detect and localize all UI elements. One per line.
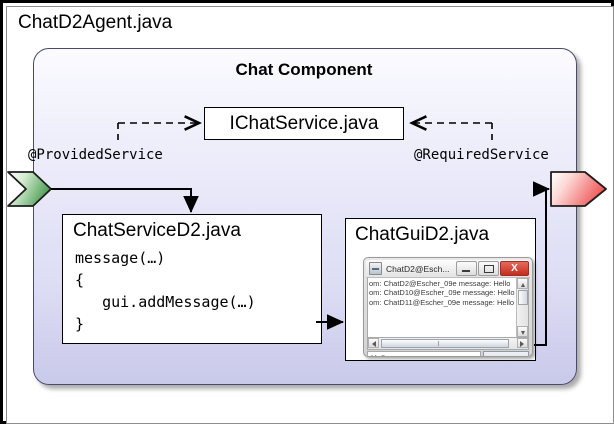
chat-window-titlebar: ChatD2@Esch... X: [366, 260, 530, 278]
code-line-1: {: [75, 271, 85, 289]
agent-file-title: ChatD2Agent.java: [18, 12, 173, 33]
code-line-0: message(…): [75, 249, 166, 267]
vertical-scrollbar[interactable]: [516, 278, 528, 337]
scroll-right-icon[interactable]: [517, 338, 528, 348]
message-input[interactable]: Hello: [367, 351, 481, 356]
provided-service-annotation: @ProvidedService: [28, 147, 163, 163]
chat-window-footer: Hello send: [367, 351, 529, 356]
scroll-down-icon[interactable]: [517, 326, 528, 337]
chat-window-body: om: ChatD2@Escher_09e message: Hello om:…: [367, 278, 529, 338]
required-service-annotation: @RequiredService: [414, 147, 549, 163]
list-item: om: ChatD10@Escher_09e message: Hello: [369, 288, 515, 298]
horizontal-scrollbar[interactable]: [367, 338, 529, 350]
chat-service-class-box: ChatServiceD2.java message(…) { gui.addM…: [62, 214, 322, 344]
chat-window-title: ChatD2@Esch...: [386, 263, 450, 274]
maximize-button[interactable]: [478, 261, 499, 276]
component-title: Chat Component: [0, 60, 614, 80]
application-icon: [369, 262, 382, 275]
interface-box-label: IChatService.java: [229, 112, 379, 134]
interface-box: IChatService.java: [204, 107, 404, 140]
send-button[interactable]: send: [483, 351, 529, 356]
message-list: om: ChatD2@Escher_09e message: Hello om:…: [368, 278, 516, 337]
vertical-scroll-thumb[interactable]: [517, 290, 528, 305]
component-title-text: Chat Component: [235, 60, 373, 79]
code-line-3: }: [75, 315, 85, 333]
scroll-left-icon[interactable]: [368, 338, 379, 348]
horizontal-scroll-thumb[interactable]: [381, 338, 509, 348]
chat-gui-class-title: ChatGuiD2.java: [355, 224, 490, 245]
scroll-up-icon[interactable]: [517, 278, 528, 289]
minimize-button[interactable]: [456, 261, 477, 276]
code-line-2: gui.addMessage(…): [75, 293, 256, 311]
list-item: om: ChatD11@Escher_09e message: Hello: [369, 297, 515, 307]
list-item: om: ChatD2@Escher_09e message: Hello: [369, 279, 511, 288]
chat-service-class-title: ChatServiceD2.java: [73, 220, 241, 241]
window-controls: X: [455, 261, 529, 276]
close-button[interactable]: X: [500, 261, 529, 276]
embedded-chat-window: ChatD2@Esch... X om: ChatD2@Escher_09e m…: [363, 257, 533, 357]
